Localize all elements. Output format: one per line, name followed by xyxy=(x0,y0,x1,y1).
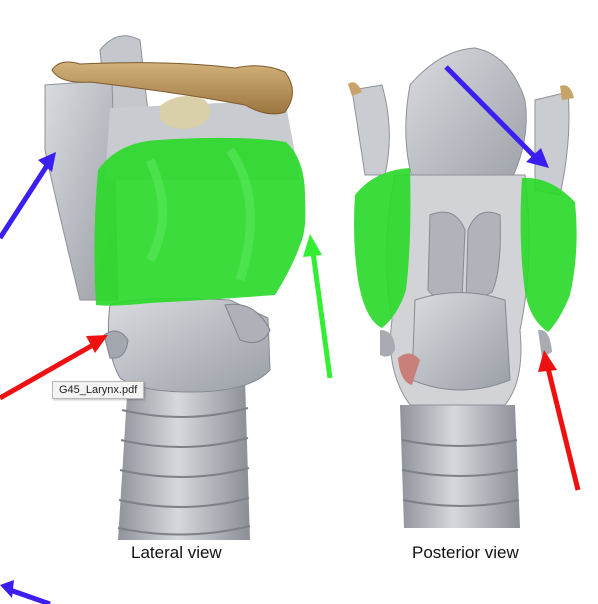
blue-arrow-posterior xyxy=(444,65,536,158)
posterior-epiglottis xyxy=(405,47,527,201)
lateral-trachea xyxy=(118,378,250,540)
red-arrowhead-lateral xyxy=(86,335,108,353)
posterior-cricoid xyxy=(411,292,511,391)
blue-arrow-lateral xyxy=(0,162,51,240)
blue-arrowhead-posterior xyxy=(526,148,549,168)
posterior-right-lamina-highlight xyxy=(520,177,577,332)
lateral-larynx xyxy=(44,35,306,540)
annotation-arrows xyxy=(0,65,581,604)
posterior-muscle-fragment xyxy=(398,353,420,385)
lateral-fat-pad xyxy=(160,96,211,129)
green-arrow-lateral xyxy=(310,251,333,379)
lateral-thyroid-cartilage-highlight xyxy=(94,137,306,306)
lateral-cricothyroid-joint xyxy=(224,303,271,343)
lateral-thyroid-texture xyxy=(145,147,255,282)
blue-arrowhead-lateral xyxy=(38,152,56,172)
caption-posterior-view: Posterior view xyxy=(412,543,519,562)
posterior-trachea xyxy=(400,405,520,528)
lateral-tracheal-rings xyxy=(117,407,251,536)
blue-arrow-bottom xyxy=(9,587,51,604)
green-arrowhead-lateral xyxy=(303,234,322,257)
red-arrowhead-posterior xyxy=(538,350,557,372)
caption-lateral-view: Lateral view xyxy=(131,543,222,562)
posterior-left-lamina-highlight xyxy=(354,168,411,328)
posterior-left-tip xyxy=(348,82,362,96)
posterior-left-horn xyxy=(351,84,390,176)
red-arrow-lateral xyxy=(0,342,95,401)
lateral-hyoid-bone xyxy=(51,61,293,115)
lateral-arytenoid xyxy=(103,330,129,359)
blue-arrowhead-bottom xyxy=(0,580,14,598)
posterior-larynx xyxy=(348,47,577,528)
posterior-right-horn xyxy=(534,91,570,196)
red-arrow-posterior xyxy=(545,367,581,491)
posterior-right-tip xyxy=(560,85,574,100)
posterior-left-inferior-horn xyxy=(380,330,395,357)
filename-tooltip: G45_Larynx.pdf xyxy=(52,381,145,399)
posterior-tracheal-rings xyxy=(401,439,520,507)
posterior-right-inferior-horn xyxy=(538,329,552,358)
